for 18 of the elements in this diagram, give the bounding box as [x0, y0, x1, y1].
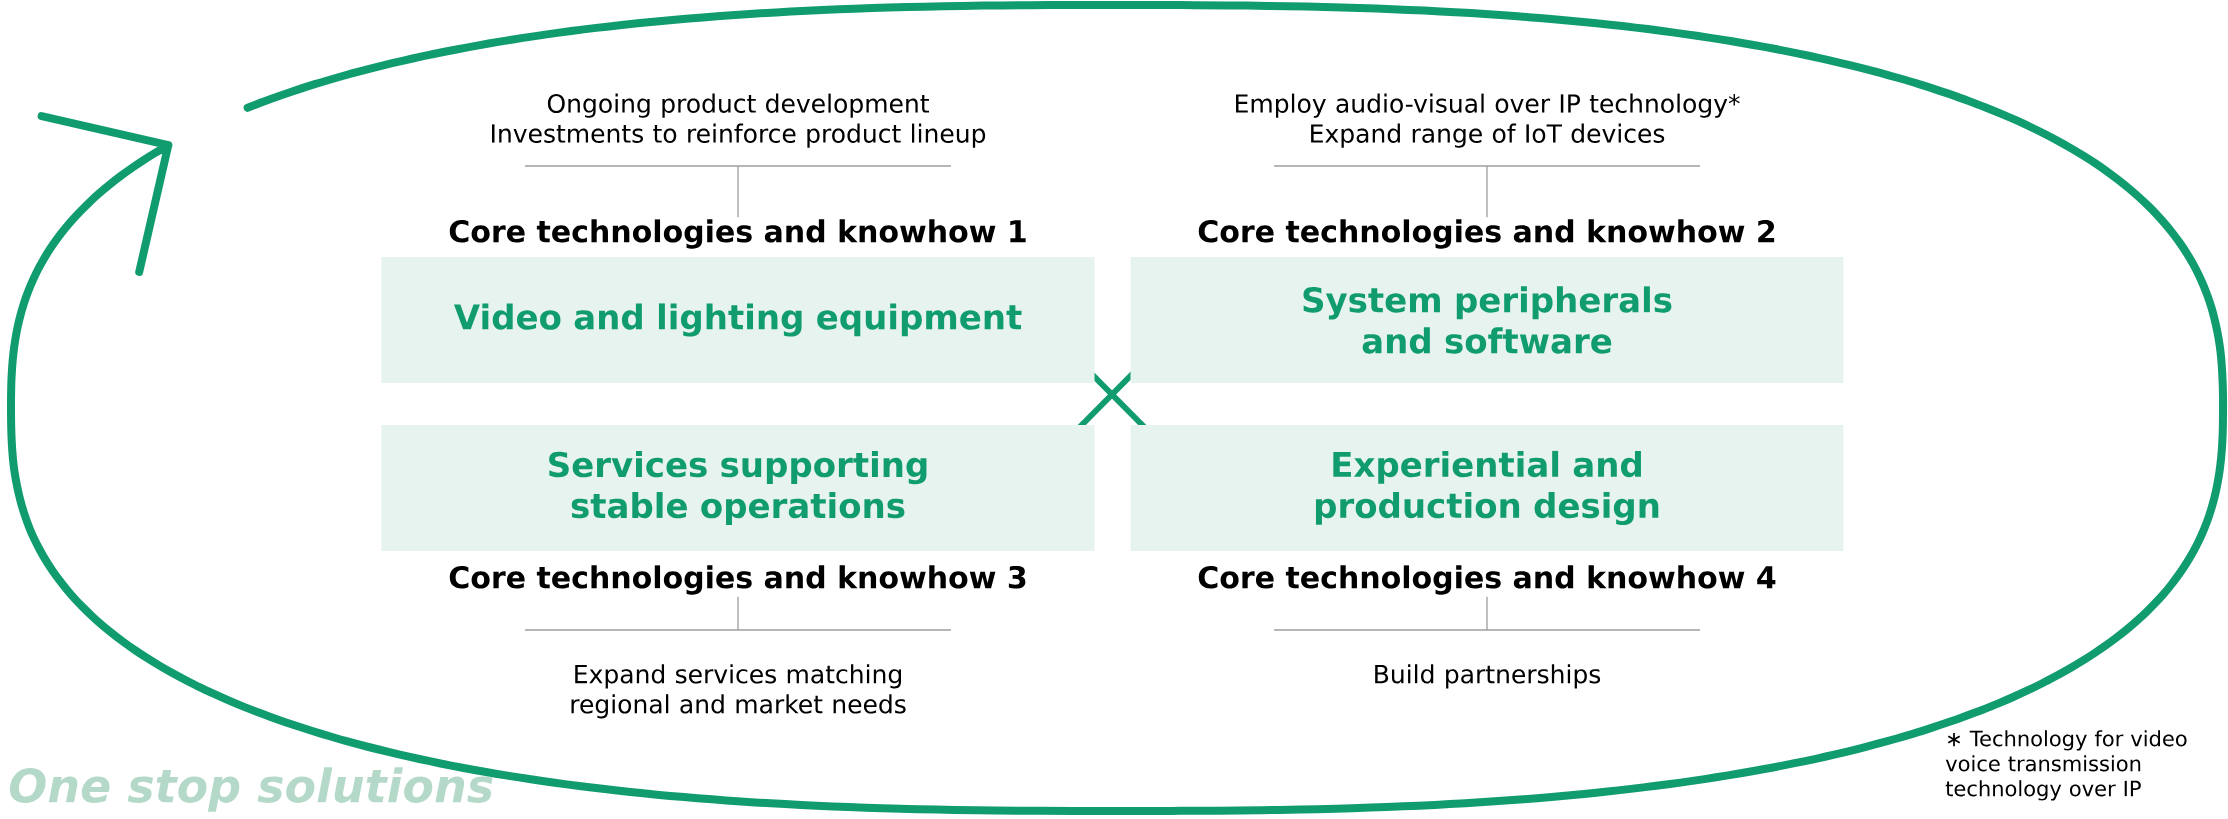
connector-line — [524, 596, 952, 631]
note-text: Ongoing product development Investments to reinforce product lineup — [492, 93, 986, 148]
connector-line — [524, 165, 952, 218]
background-slogan: One stop solutions — [9, 767, 493, 812]
footnote: ∗ Technology for video voice transmission technology over IP — [1945, 730, 2187, 801]
note-text: Expand services matching regional and market needs — [571, 664, 906, 719]
connector-line — [1273, 596, 1701, 631]
heading: Core technologies and knowhow 4 — [1198, 565, 1776, 595]
note-text: Employ audio-visual over IP technology* Expand range of IoT devices — [1236, 93, 1740, 148]
connector-line — [1273, 165, 1701, 218]
note-text: Build partnerships — [1375, 664, 1601, 689]
category-box: Services supporting stable operations — [381, 425, 1095, 551]
category-box: Video and lighting equipment — [381, 257, 1095, 383]
category-box: System peripherals and software — [1130, 257, 1844, 383]
heading: Core technologies and knowhow 1 — [449, 219, 1026, 249]
category-box: Experiential and production design — [1130, 425, 1844, 551]
heading: Core technologies and knowhow 3 — [449, 565, 1026, 595]
heading: Core technologies and knowhow 2 — [1198, 219, 1775, 249]
